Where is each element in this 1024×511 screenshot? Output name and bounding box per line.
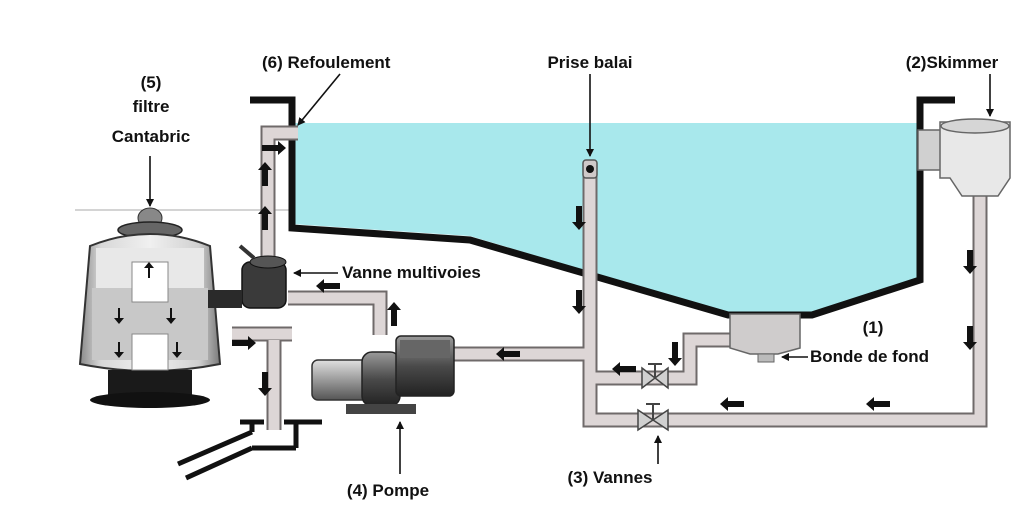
flow-arrow-icon [496,347,520,361]
multiport-valve [238,244,287,309]
label-pompe: (4) Pompe [347,481,429,500]
waste-drain [177,422,299,481]
flow-arrow-icon [612,362,636,376]
flow-arrow-icon [572,290,586,314]
flow-arrow-icon [866,397,890,411]
flow-arrow-icon [572,206,586,230]
prise-balai-inlet [582,159,598,179]
label-skimmer: (2)Skimmer [906,53,999,72]
pipe-pump-to-valve [288,290,388,335]
label-bonde-number: (1) [863,318,884,337]
flow-arrow-icon [668,342,682,366]
flow-arrow-icon [316,279,340,293]
flow-arrow-icon [232,336,256,350]
flow-arrow-icon [262,141,286,155]
flow-arrow-icon [963,326,977,350]
bonde-de-fond [729,313,801,363]
pool-water [292,123,920,313]
leader-lines [146,73,994,474]
flow-arrow-icon [387,302,401,326]
label-filtre-word: filtre [133,97,170,116]
label-refoulement: (6) Refoulement [262,53,391,72]
label-filtre-number: (5) [141,73,162,92]
valve-icon [641,363,669,390]
pool [250,96,955,319]
label-vannes: (3) Vannes [567,468,652,487]
flow-arrow-icon [258,206,272,230]
valve-icon [637,403,669,432]
label-prise-balai: Prise balai [547,53,632,72]
flow-arrows [114,141,977,411]
pump [311,335,455,414]
label-vanne-multivoies: Vanne multivoies [342,263,481,282]
label-filtre-name: Cantabric [112,127,190,146]
skimmer [917,118,1011,197]
labels: (6) Refoulement Prise balai (2)Skimmer (… [112,53,999,500]
flow-arrow-icon [720,397,744,411]
flow-arrow-icon [258,372,272,396]
label-bonde-name: Bonde de fond [810,347,929,366]
filter-cantabric [78,207,242,408]
flow-arrow-icon [258,162,272,186]
flow-arrow-icon [963,250,977,274]
